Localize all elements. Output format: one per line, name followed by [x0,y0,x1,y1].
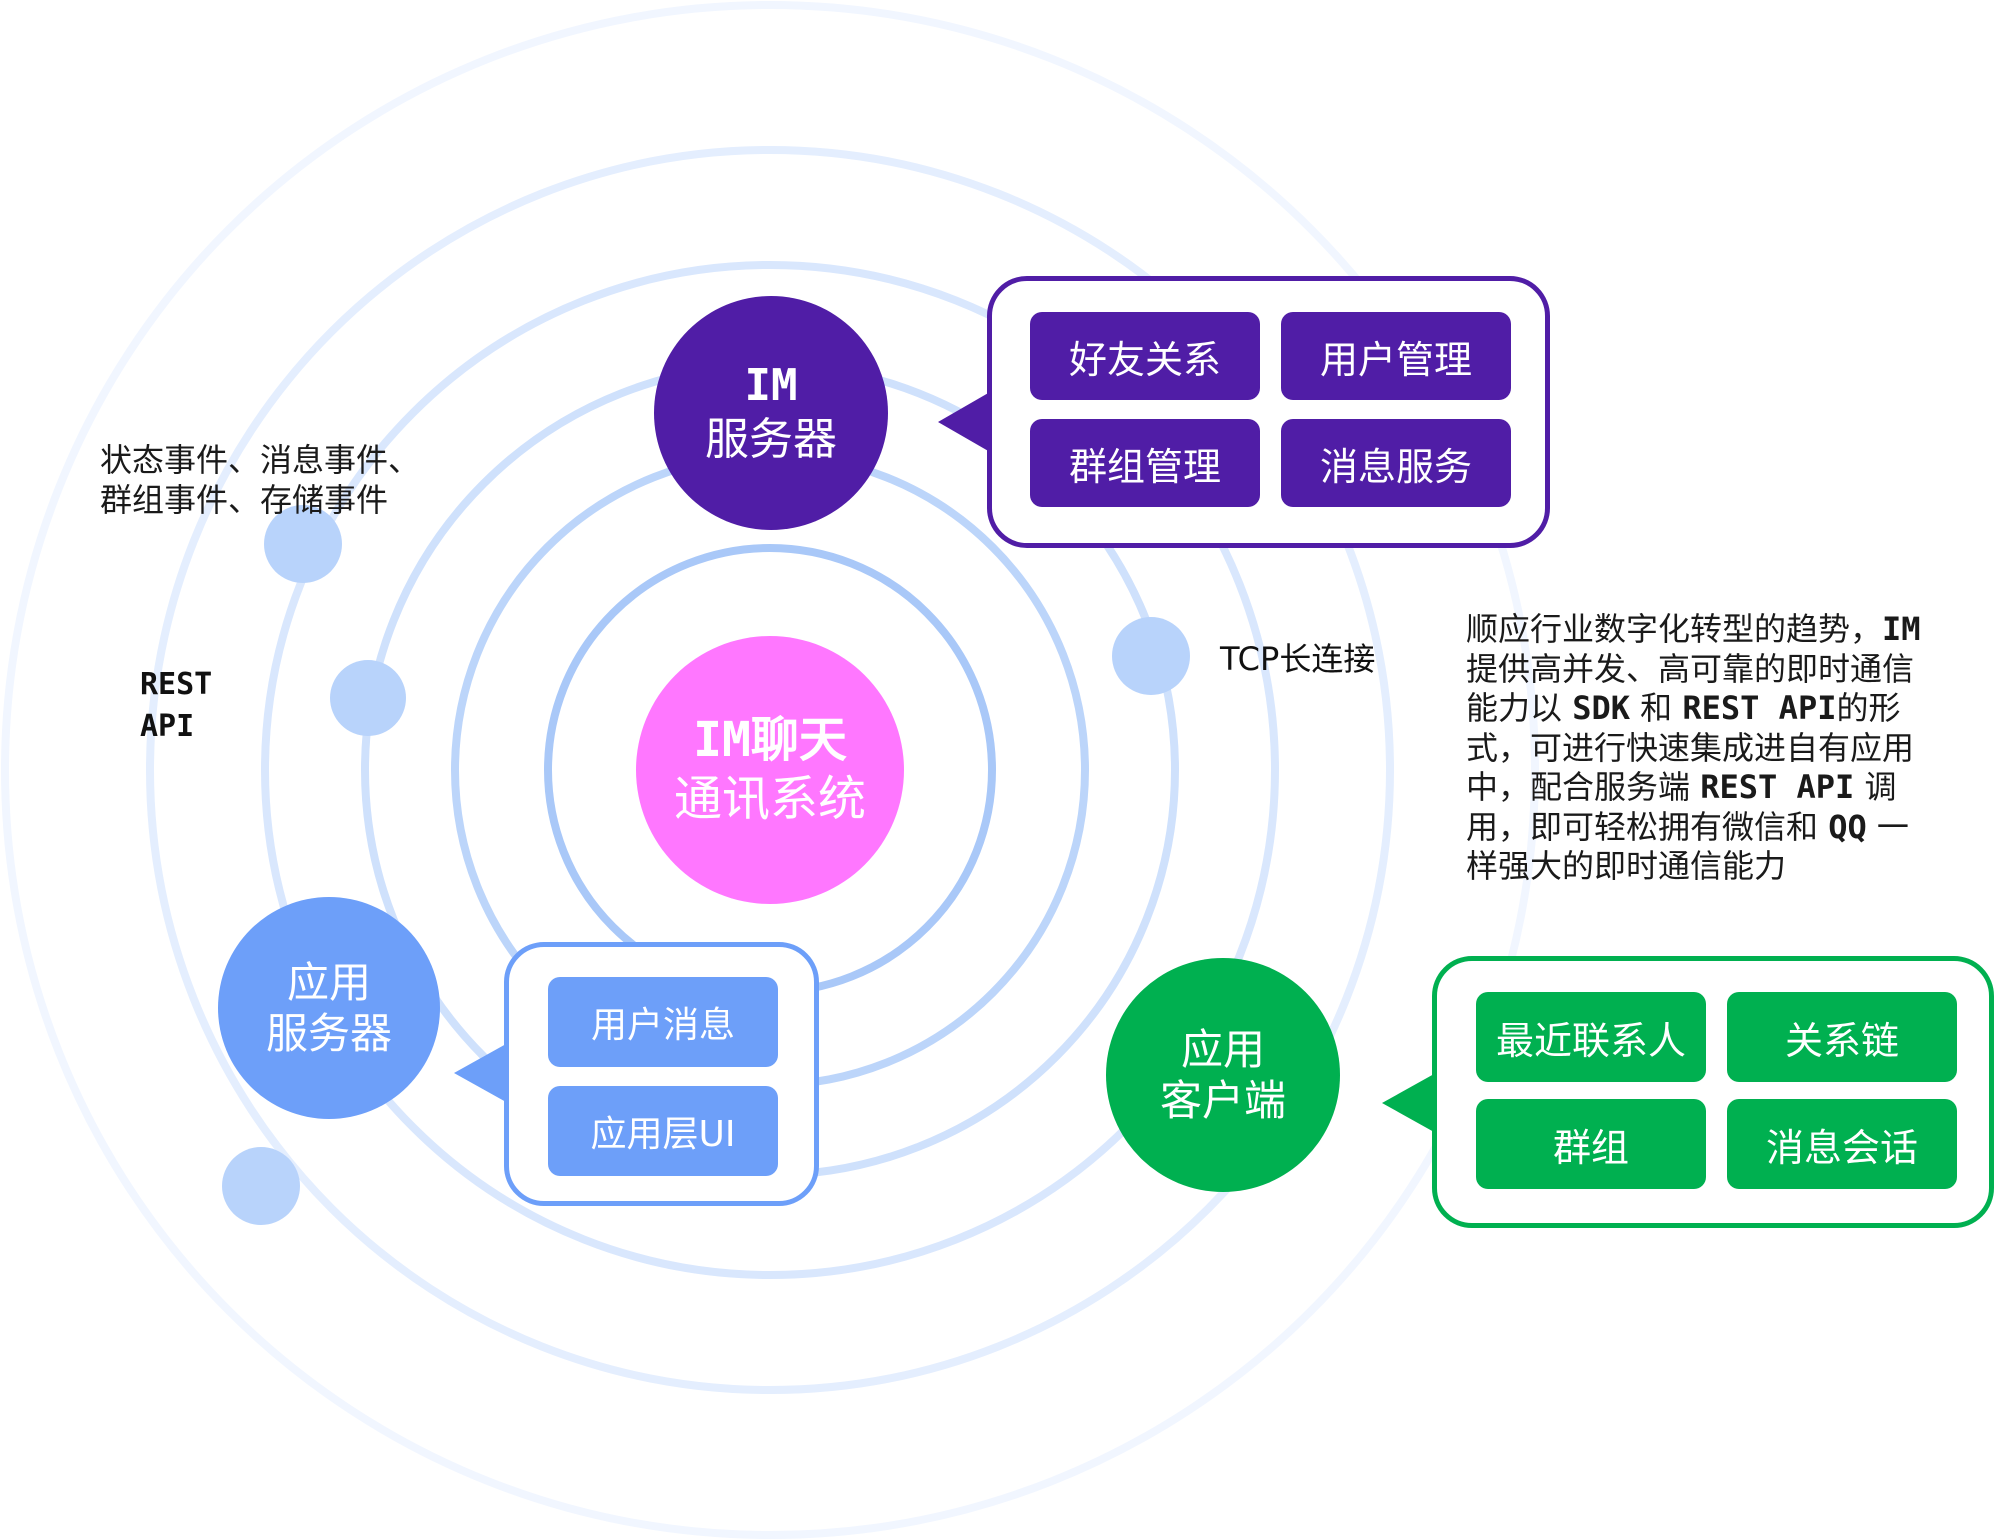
im-server-title-line2: 服务器 [705,414,837,465]
feature-pill-relation-chain: 关系链 [1727,992,1957,1082]
app-server-title-line1: 应用 [286,957,371,1007]
app-client-title-line2: 客户端 [1159,1076,1286,1125]
rest-api-label: REST API [140,664,212,748]
feature-pill-groups: 群组 [1476,1099,1706,1189]
description-line: 提供高并发、高可靠的即时通信 [1466,650,1921,690]
description-segment: IM [1882,610,1921,648]
description-segment: 的形 [1836,689,1901,727]
rest-api-label-line1: REST [140,667,213,702]
description-segment: 和 [1629,689,1683,727]
orbit-dot-tcp [1112,617,1190,695]
feature-pill-user-messages: 用户消息 [548,977,778,1067]
description-line: 样强大的即时通信能力 [1466,847,1921,887]
description-segment: 能力以 [1466,689,1573,727]
description-segment: 一 [1866,807,1909,846]
im-server-title-line1: IM [744,360,798,412]
center-title-line2: 通讯系统 [673,771,866,827]
description-segment: SDK [1572,689,1630,727]
description-segment: 顺应行业数字化转型的趋势， [1466,610,1883,648]
events-label-line1: 状态事件、消息事件、 [100,441,421,479]
im-server-node: IM 服务器 [654,296,888,530]
description-segment: 样强大的即时通信能力 [1466,847,1787,885]
app-server-title-line2: 服务器 [265,1009,392,1058]
center-title-line1: IM聊天 [693,712,847,769]
feature-pill-user-management: 用户管理 [1281,312,1511,400]
feature-pill-recent-contacts: 最近联系人 [1476,992,1706,1082]
orbit-dot-lower [222,1147,300,1225]
description-segment: 提供高并发、高可靠的即时通信 [1466,649,1915,688]
tcp-connection-label: TCP长连接 [1220,638,1375,680]
feature-pill-friend-relations: 好友关系 [1030,312,1260,400]
description-line: 顺应行业数字化转型的趋势，IM [1466,610,1921,650]
description-segment: 用，即可轻松拥有微信和 [1466,807,1829,846]
description-segment: 式，可进行快速集成进自有应用 [1466,728,1915,767]
app-client-node: 应用 客户端 [1106,958,1340,1192]
feature-pill-group-management: 群组管理 [1030,419,1260,507]
orbit-dot-events [264,505,342,583]
app-server-bubble-tail [454,1044,506,1102]
app-server-node: 应用 服务器 [218,897,440,1119]
feature-pill-app-layer-ui: 应用层UI [548,1086,778,1176]
center-node: IM聊天 通讯系统 [636,636,904,904]
tcp-connection-text: TCP长连接 [1220,640,1376,678]
description-segment: REST API [1700,768,1855,806]
orbit-dot-rest [330,660,406,736]
events-label-line2: 群组事件、存储事件 [100,481,389,519]
description-segment: QQ [1828,807,1867,846]
description-line: 中，配合服务端 REST API 调 [1466,768,1921,808]
description-line: 用，即可轻松拥有微信和 QQ 一 [1466,808,1921,848]
feature-pill-message-service: 消息服务 [1281,419,1511,507]
description-segment: 调 [1854,768,1897,806]
description-line: 式，可进行快速集成进自有应用 [1466,729,1921,769]
feature-pill-app-layer-ui-text: 应用层UI [590,1114,736,1155]
rest-api-label-line2: API [140,709,195,744]
events-label: 状态事件、消息事件、 群组事件、存储事件 [100,440,420,520]
app-client-title-line1: 应用 [1180,1024,1265,1074]
im-server-bubble-tail [938,392,990,452]
description-line: 能力以 SDK 和 REST API的形 [1466,689,1921,729]
description-segment: 中，配合服务端 [1466,768,1701,806]
description-segment: REST API [1682,689,1837,727]
feature-pill-message-sessions: 消息会话 [1727,1099,1957,1189]
app-client-bubble-tail [1382,1074,1434,1132]
